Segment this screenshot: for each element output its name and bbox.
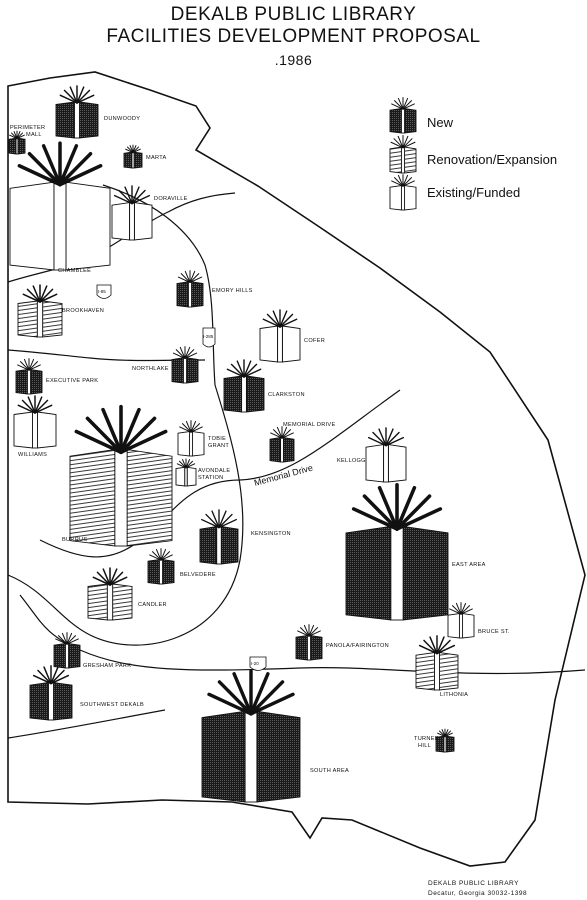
label-gresham-park: GRESHAM PARK <box>83 663 131 669</box>
book-icon-bruce-st <box>447 602 475 639</box>
svg-text:I-285: I-285 <box>203 334 214 339</box>
book-icon-perimeter-mall <box>8 130 26 155</box>
label-chamblee: CHAMBLEE <box>58 268 91 274</box>
label-clarkston: CLARKSTON <box>268 392 305 398</box>
book-icon-cofer <box>259 309 301 363</box>
book-icon-gresham-park <box>53 632 81 669</box>
i285-shield: I-285 <box>202 327 216 348</box>
book-icon-executive-park <box>15 358 43 395</box>
book-icon-memorial-drive <box>269 426 295 463</box>
label-tobie-grant-1: TOBIE <box>208 436 226 442</box>
label-northlake: NORTHLAKE <box>132 366 169 372</box>
book-icon-emory-hills <box>176 270 204 308</box>
label-lithonia: LITHONIA <box>440 692 468 698</box>
label-executive-park: EXECUTIVE PARK <box>46 378 98 384</box>
label-panola: PANOLA/FAIRINGTON <box>326 643 389 649</box>
label-burrus: BURRUS <box>62 537 87 543</box>
label-avondale-1: AVONDALE <box>198 468 230 474</box>
label-belvedere: BELVEDERE <box>180 572 216 578</box>
book-icon-turner-hill <box>435 728 455 753</box>
legend-book-exist-icon <box>389 174 417 211</box>
footer-address: Decatur, Georgia 30032-1398 <box>428 890 528 897</box>
label-perimeter-mall-1: PERIMETER <box>10 125 45 131</box>
label-candler: CANDLER <box>138 602 167 608</box>
book-icon-kellogg <box>365 427 407 483</box>
library-icons <box>8 85 475 803</box>
label-dunwoody: DUNWOODY <box>104 116 140 122</box>
book-icon-chamblee <box>9 141 111 271</box>
svg-text:I-85: I-85 <box>98 289 106 294</box>
library-labels: DUNWOODY PERIMETER MALL MARTA CHAMBLEE D… <box>10 116 510 774</box>
book-icon-tobie-grant <box>177 420 205 457</box>
label-marta: MARTA <box>146 155 167 161</box>
label-doraville: DORAVILLE <box>154 196 188 202</box>
memorial-drive-label: Memorial Drive <box>253 463 314 488</box>
book-icon-southwest-dekalb <box>29 665 73 721</box>
legend-book-new-icon <box>389 97 417 134</box>
book-icon-south-area <box>201 669 301 803</box>
label-tobie-grant-2: GRANT <box>208 443 229 449</box>
book-icon-dunwoody <box>55 85 99 139</box>
county-boundary <box>7 71 586 867</box>
legend-existing-label: Existing/Funded <box>427 185 520 200</box>
svg-text:I-20: I-20 <box>251 661 259 666</box>
legend: New Renovation/Expansion Existing/Funded <box>389 97 557 211</box>
legend-book-reno-icon <box>389 135 417 174</box>
label-turner-hill-1: TURNER <box>414 736 439 742</box>
label-brookhaven: BROOKHAVEN <box>62 308 104 314</box>
book-icon-panola-fairington <box>295 624 323 661</box>
book-icon-candler <box>87 567 133 621</box>
label-kensington: KENSINGTON <box>251 531 291 537</box>
legend-new-label: New <box>427 115 454 130</box>
label-williams: WILLIAMS <box>18 452 47 458</box>
map-year: .1986 <box>274 52 313 68</box>
book-icon-marta <box>123 144 143 169</box>
legend-renovation-label: Renovation/Expansion <box>427 152 557 167</box>
label-kellogg: KELLOGG <box>337 458 366 464</box>
label-avondale-2: STATION <box>198 475 224 481</box>
book-icon-east-area <box>345 483 449 621</box>
book-icon-kensington <box>199 509 239 565</box>
book-icon-brookhaven <box>17 284 63 338</box>
book-icon-lithonia <box>415 635 459 691</box>
label-memorial-drive: MEMORIAL DRIVE <box>283 422 335 428</box>
book-icon-avondale-station <box>175 458 197 487</box>
book-icon-belvedere <box>147 548 175 585</box>
label-south-area: SOUTH AREA <box>310 768 349 774</box>
label-east-area: EAST AREA <box>452 562 486 568</box>
i85-shield: I-85 <box>96 284 112 299</box>
label-bruce-st: BRUCE ST. <box>478 629 510 635</box>
i20-shield: I-20 <box>249 656 267 671</box>
book-icon-burrus <box>69 404 173 547</box>
label-southwest-dekalb: SOUTHWEST DEKALB <box>80 702 144 708</box>
label-turner-hill-2: HILL <box>418 743 431 749</box>
book-icon-doraville <box>111 185 153 241</box>
book-icon-northlake <box>171 346 199 384</box>
footer-publisher: DEKALB PUBLIC LIBRARY <box>428 880 519 887</box>
map-subtitle: FACILITIES DEVELOPMENT PROPOSAL <box>106 26 481 47</box>
label-perimeter-mall-2: MALL <box>26 132 42 138</box>
book-icon-clarkston <box>223 359 265 413</box>
map-title: DEKALB PUBLIC LIBRARY <box>170 4 417 25</box>
book-icon-williams <box>13 395 57 449</box>
label-emory-hills: EMORY HILLS <box>212 288 253 294</box>
label-cofer: COFER <box>304 338 325 344</box>
